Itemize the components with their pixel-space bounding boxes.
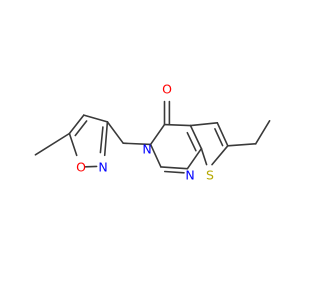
atom-oxygen-isoxazole: O bbox=[76, 160, 86, 175]
bond-layer bbox=[34, 100, 271, 174]
atom-oxygen-carbonyl: O bbox=[162, 82, 172, 97]
bond-s-c7a bbox=[200, 147, 208, 166]
bond-c4-c5iso bbox=[68, 114, 85, 135]
atom-layer: O N N S O N bbox=[76, 82, 214, 183]
bond-ch2-c3iso bbox=[106, 121, 124, 144]
bond-niso-c3-double bbox=[99, 126, 104, 154]
bond-c5-methyl bbox=[34, 132, 71, 156]
bond-c5-oiso bbox=[68, 132, 78, 157]
bond-n3-ch2 bbox=[122, 142, 152, 146]
bond-c3-c4iso bbox=[83, 114, 109, 123]
bond-n3-c2 bbox=[149, 143, 162, 168]
bond-c6-s bbox=[211, 145, 229, 166]
atom-nitrogen-isoxazole: N bbox=[98, 160, 107, 175]
molecule-diagram: O N N S O N bbox=[34, 82, 271, 183]
bond-c5-c6 bbox=[216, 122, 229, 147]
atom-sulfur: S bbox=[206, 168, 214, 183]
bond-niso-c3 bbox=[103, 121, 109, 157]
bond-c2-n1 bbox=[160, 166, 189, 170]
bond-c7a-c4a bbox=[189, 124, 203, 150]
bond-c5-c6-double bbox=[214, 128, 224, 147]
bond-c6-ch2 bbox=[227, 143, 257, 147]
bond-c4a-c5 bbox=[189, 122, 219, 127]
bond-c2-n1-double bbox=[164, 170, 185, 174]
bond-c4-n3 bbox=[149, 123, 166, 146]
atom-nitrogen-n1: N bbox=[185, 168, 194, 183]
bond-c4-c5iso-double bbox=[74, 120, 88, 137]
bond-n1-c7a bbox=[186, 147, 203, 170]
bond-c4a-c4 bbox=[163, 123, 192, 127]
bond-ch2-ch3 bbox=[254, 120, 271, 145]
bond-c7a-c4a-double bbox=[186, 131, 197, 152]
atom-nitrogen-n3: N bbox=[142, 142, 151, 157]
